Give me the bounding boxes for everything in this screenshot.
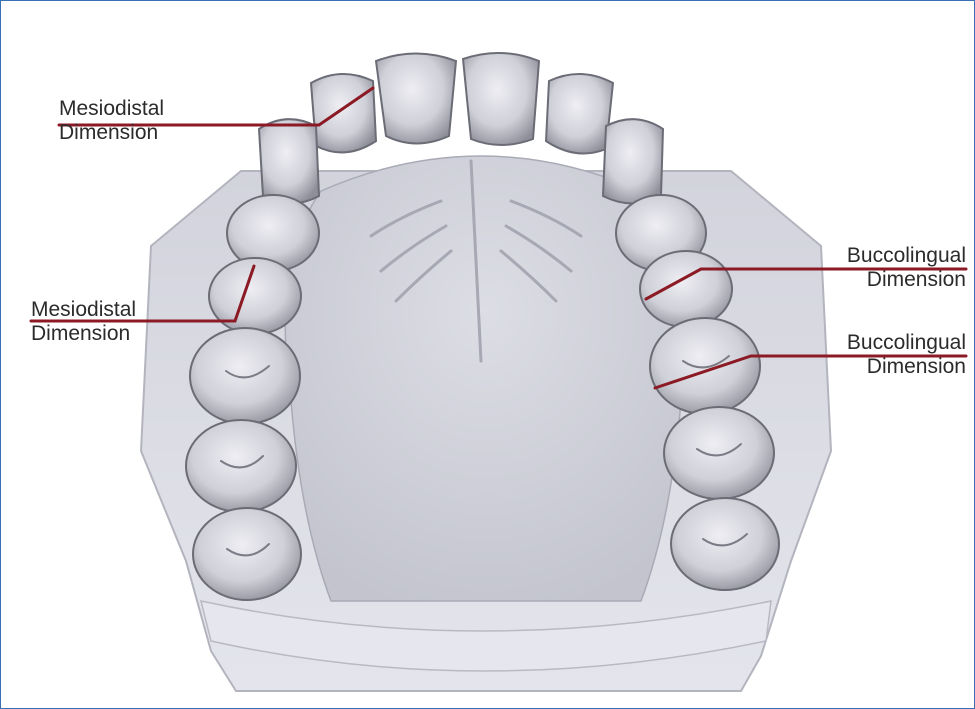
annotation-label-line1: Buccolingual [847,331,966,355]
tooth [546,74,613,154]
tooth [190,328,300,424]
annotation-mesiodistal-upper: Mesiodistal Dimension [59,97,164,145]
tooth [193,508,301,600]
annotation-label-line2: Dimension [847,355,966,379]
tooth [209,258,301,334]
tooth [603,119,663,203]
annotation-buccolingual-upper: Buccolingual Dimension [847,244,966,292]
annotation-buccolingual-lower: Buccolingual Dimension [847,331,966,379]
annotation-mesiodistal-lower: Mesiodistal Dimension [31,298,136,346]
tooth [671,498,779,590]
tooth [650,318,760,414]
tooth [259,119,319,203]
annotation-label-line2: Dimension [59,121,164,145]
tooth [463,53,539,145]
annotation-label-line2: Dimension [31,322,136,346]
tooth [640,251,732,327]
tooth [311,74,376,152]
tooth [376,54,456,144]
tooth [186,420,296,512]
annotation-label-line1: Buccolingual [847,244,966,268]
annotation-label-line1: Mesiodistal [59,97,164,121]
annotation-label-line1: Mesiodistal [31,298,136,322]
annotation-label-line2: Dimension [847,268,966,292]
tooth [664,407,774,499]
